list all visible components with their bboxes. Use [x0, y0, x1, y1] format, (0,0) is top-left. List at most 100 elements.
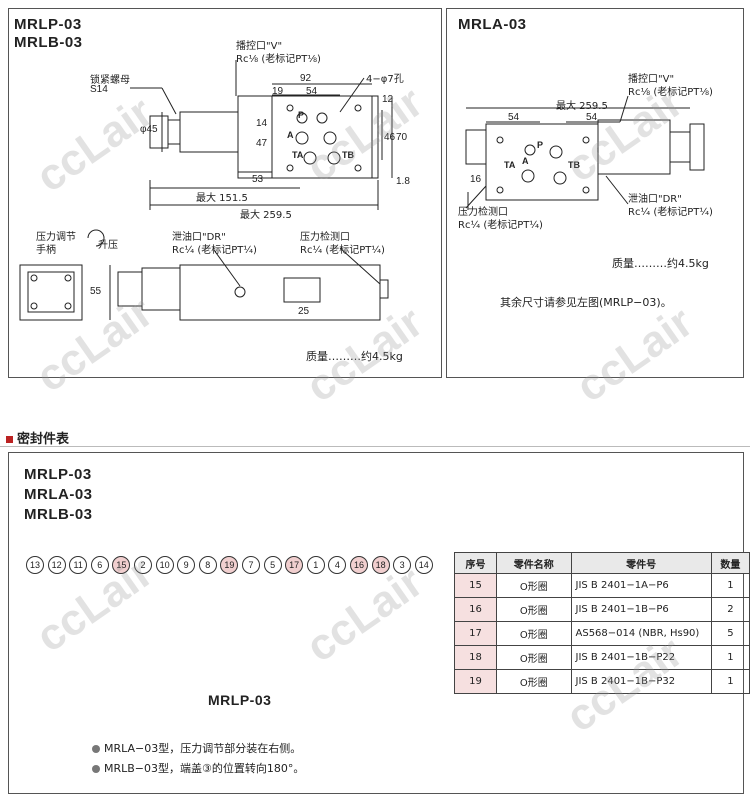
- drain-port-rc: Rc¼ (老标记PT¼): [172, 245, 257, 256]
- locknut-size: S14: [90, 84, 108, 95]
- header-name: 零件名称: [496, 552, 572, 574]
- part-balloon-18: 18: [371, 556, 390, 574]
- table-row: 16 O形圈 JIS B 2401−1B−P6 2: [453, 597, 750, 622]
- dim-4-holes: 4−φ7孔: [366, 74, 404, 85]
- dim-54: 54: [306, 86, 318, 97]
- mass-mrlp: 质量………约4.5kg: [306, 350, 403, 363]
- note-mrlb: MRLB−03型，端盖③的位置转向180°。: [92, 760, 304, 776]
- drain-port-rc-r: Rc¼ (老标记PT¼): [628, 207, 713, 218]
- port-ta: TA: [292, 150, 304, 160]
- seal-table-header: 序号 零件名称 零件号 数量: [453, 552, 750, 574]
- bullet-icon: [92, 745, 100, 753]
- part-balloon-15: 15: [112, 556, 131, 574]
- bullet-icon: [92, 765, 100, 773]
- part-balloon-6: 6: [90, 556, 109, 574]
- pilot-port-rc-r: Rc⅛ (老标记PT⅛): [628, 87, 713, 98]
- dim-1-8: 1.8: [396, 176, 410, 187]
- model-mrlp-title: MRLP-03: [14, 16, 82, 33]
- dim-70: 70: [396, 132, 408, 143]
- section-marker-icon: [6, 436, 13, 443]
- row-name: O形圈: [496, 621, 572, 646]
- model-mrlp-bottom: MRLP-03: [24, 466, 92, 483]
- row-part-no: JIS B 2401−1B−P6: [570, 597, 712, 622]
- handle-label: 手柄: [36, 245, 56, 256]
- gauge-port-label-r: 压力检测口: [458, 207, 508, 218]
- table-row: 19 O形圈 JIS B 2401−1B−P32 1: [453, 669, 750, 694]
- row-no: 18: [453, 645, 498, 670]
- part-balloon-12: 12: [47, 556, 66, 574]
- dim-phi45: φ45: [140, 124, 158, 135]
- part-balloon-16: 16: [350, 556, 368, 574]
- row-no: 15: [453, 573, 498, 598]
- row-name: O形圈: [496, 669, 572, 694]
- seal-section-title-text: 密封件表: [17, 432, 70, 447]
- section-view-label: MRLP-03: [208, 692, 272, 708]
- model-mrlb-title: MRLB-03: [14, 34, 83, 51]
- model-mrlb-bottom: MRLB-03: [24, 506, 93, 523]
- dim-92: 92: [300, 73, 312, 84]
- dim-54-right: 54: [586, 112, 598, 123]
- part-balloon-5: 5: [263, 556, 282, 574]
- port-a-r: A: [522, 156, 529, 166]
- port-p: P: [298, 110, 305, 120]
- row-name: O形圈: [496, 573, 572, 598]
- dim-53: 53: [252, 174, 264, 185]
- port-ta-r: TA: [504, 160, 516, 170]
- dim-54-left: 54: [508, 112, 520, 123]
- part-balloon-17: 17: [285, 556, 304, 574]
- model-mrla-bottom: MRLA-03: [24, 486, 93, 503]
- drain-port-label: 泄油口"DR": [172, 232, 226, 243]
- port-tb: TB: [342, 150, 354, 160]
- adjust-label: 压力调节: [36, 232, 76, 243]
- row-part-no: JIS B 2401−1B−P32: [570, 669, 712, 694]
- dimension-note: 其余尺寸请参见左图(MRLP−03)。: [500, 296, 672, 309]
- dim-46: 46: [384, 132, 396, 143]
- dim-max-151: 最大 151.5: [196, 193, 248, 204]
- dim-14: 14: [256, 118, 268, 129]
- pilot-port-rc: Rc⅛ (老标记PT⅛): [236, 54, 321, 65]
- gauge-port-rc: Rc¼ (老标记PT¼): [300, 245, 385, 256]
- part-balloon-13: 13: [26, 556, 44, 574]
- gauge-port-rc-r: Rc¼ (老标记PT¼): [458, 220, 543, 231]
- section-divider: [0, 446, 750, 447]
- row-no: 16: [453, 597, 498, 622]
- drain-port-label-r: 泄油口"DR": [628, 194, 682, 205]
- part-balloon-10: 10: [155, 556, 174, 574]
- part-balloon-8: 8: [198, 556, 217, 574]
- part-balloon-14: 14: [414, 556, 433, 574]
- row-name: O形圈: [496, 645, 572, 670]
- dim-55: 55: [90, 286, 102, 297]
- locknut-label: 锁紧螺母: [90, 75, 130, 86]
- header-qty: 数量: [710, 552, 750, 574]
- dim-16: 16: [470, 174, 482, 185]
- note-mrla-text: MRLA−03型，压力调节部分装在右侧。: [104, 742, 302, 755]
- row-name: O形圈: [496, 597, 572, 622]
- header-part-no: 零件号: [570, 552, 712, 574]
- port-tb-r: TB: [568, 160, 580, 170]
- table-row: 18 O形圈 JIS B 2401−1B−P22 1: [453, 645, 750, 670]
- pilot-port-label-r: 播控口"V": [628, 74, 675, 85]
- part-balloon-7: 7: [242, 556, 260, 574]
- row-qty: 1: [710, 573, 750, 598]
- row-no: 19: [453, 669, 498, 694]
- dim-25: 25: [298, 306, 310, 317]
- gauge-port-label: 压力检测口: [300, 232, 350, 243]
- port-a: A: [287, 130, 294, 140]
- dim-47: 47: [256, 138, 268, 149]
- header-no: 序号: [453, 552, 498, 574]
- dim-max-259: 最大 259.5: [240, 210, 292, 221]
- seal-table: 序号 零件名称 零件号 数量 15 O形圈 JIS B 2401−1A−P6 1…: [453, 552, 750, 694]
- pilot-port-label: 播控口"V": [236, 41, 283, 52]
- note-mrla: MRLA−03型，压力调节部分装在右侧。: [92, 740, 301, 756]
- part-balloon-2: 2: [134, 556, 152, 574]
- dim-12: 12: [382, 94, 394, 105]
- row-qty: 1: [710, 669, 750, 694]
- note-mrlb-text: MRLB−03型，端盖③的位置转向180°。: [104, 762, 305, 775]
- seal-section-title: 密封件表: [6, 428, 69, 447]
- dim-19: 19: [272, 86, 284, 97]
- port-p-r: P: [537, 140, 544, 150]
- mass-mrla: 质量………约4.5kg: [612, 257, 709, 270]
- part-balloon-9: 9: [177, 556, 196, 574]
- part-balloon-4: 4: [328, 556, 347, 574]
- row-qty: 5: [710, 621, 750, 646]
